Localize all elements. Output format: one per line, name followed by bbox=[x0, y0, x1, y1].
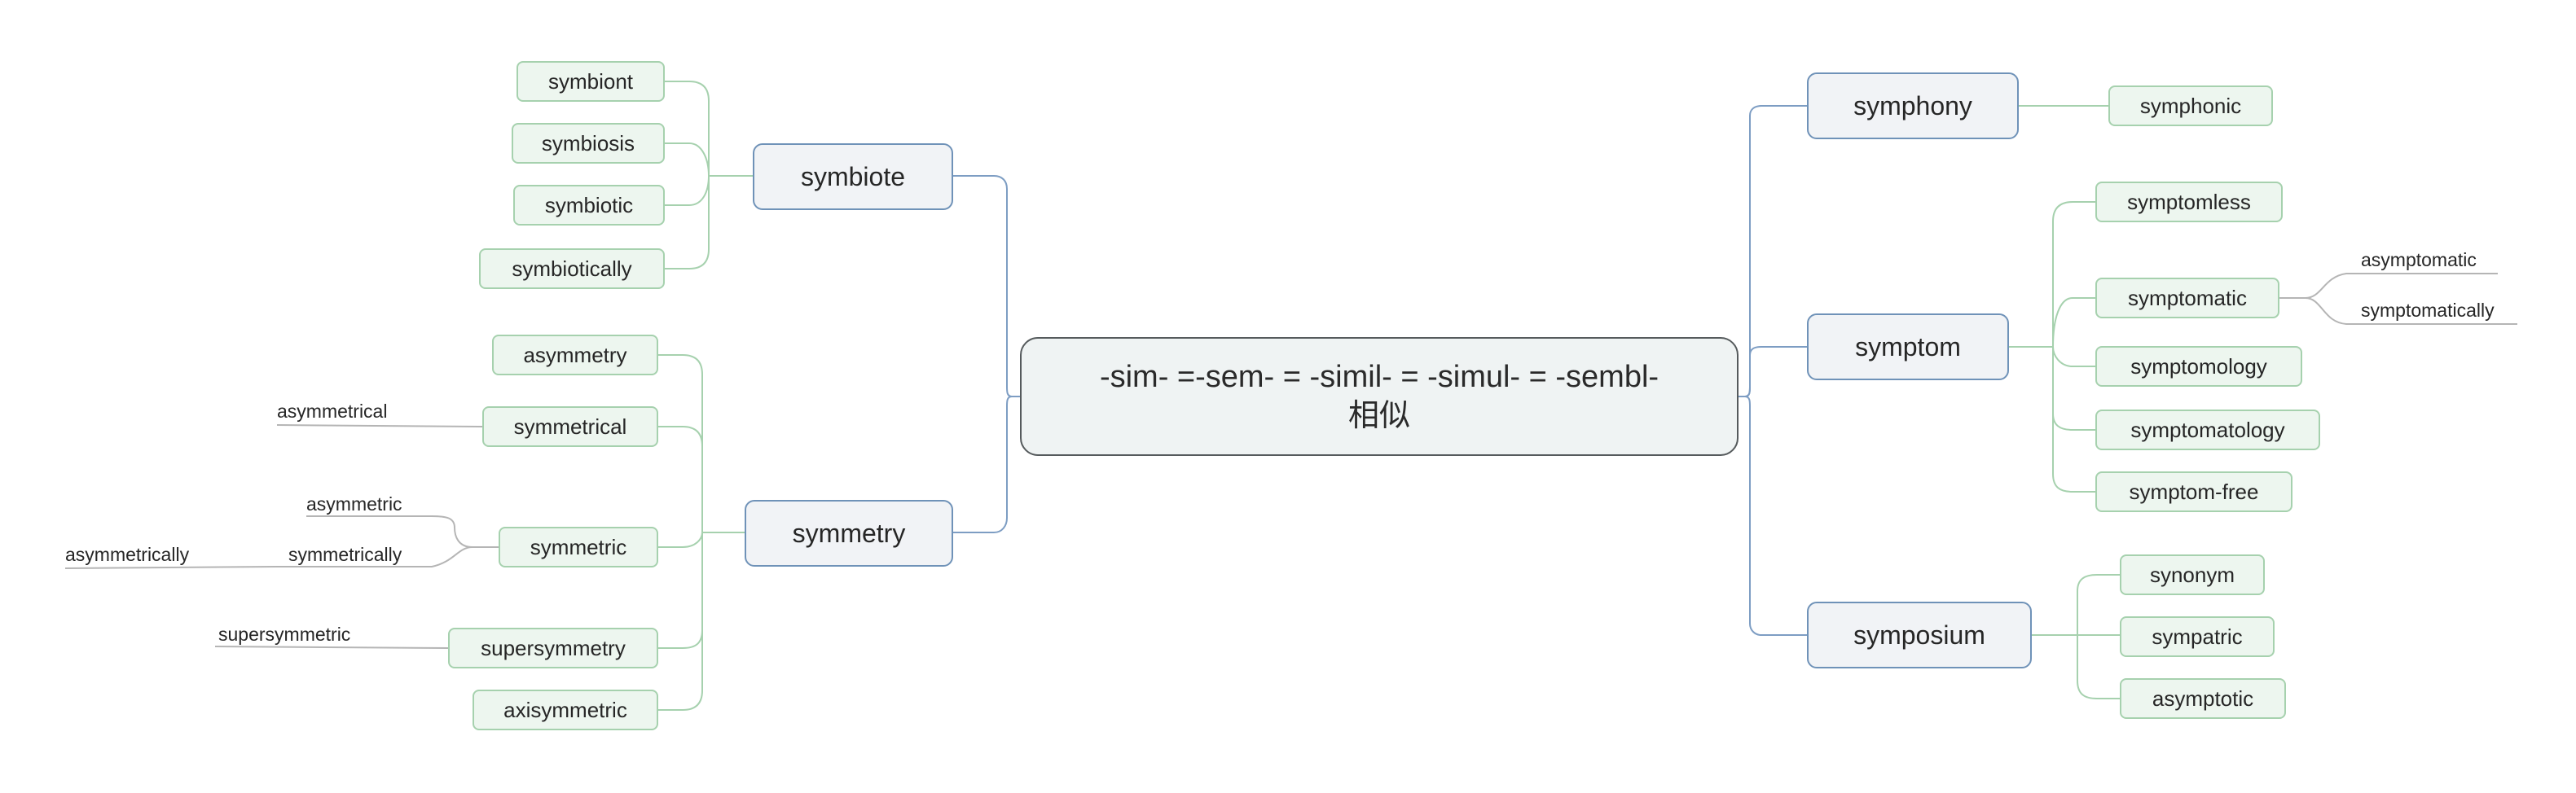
subtopic-symptom-free[interactable]: symptom-free bbox=[2095, 471, 2292, 512]
link-root-symptom bbox=[1739, 346, 1807, 397]
subtopic-symptomology[interactable]: symptomology bbox=[2095, 346, 2302, 387]
topic-symphony[interactable]: symphony bbox=[1807, 72, 2019, 139]
link-root-symbiote bbox=[953, 175, 1020, 397]
subtopic-symmetrical[interactable]: symmetrical bbox=[482, 406, 658, 447]
central-topic-roots: -sim- =-sem- = -simil- = -simul- = -semb… bbox=[1099, 360, 1659, 394]
topic-symptom[interactable]: symptom bbox=[1807, 313, 2009, 380]
leaf-symptomatically[interactable]: symptomatically bbox=[2361, 299, 2495, 321]
topic-symposium[interactable]: symposium bbox=[1807, 602, 2032, 668]
subtopic-symptomatic[interactable]: symptomatic bbox=[2095, 278, 2279, 318]
subtopic-asymmetry[interactable]: asymmetry bbox=[492, 335, 658, 375]
subtopic-symbiotic[interactable]: symbiotic bbox=[513, 185, 665, 226]
leaf-symmetrically[interactable]: symmetrically bbox=[288, 543, 402, 565]
leaf-asymmetric[interactable]: asymmetric bbox=[306, 493, 402, 515]
link-root-symmetry bbox=[953, 396, 1020, 533]
subtopic-supersymmetry[interactable]: supersymmetry bbox=[448, 628, 658, 668]
leaf-line-symptomatic bbox=[2279, 273, 2498, 299]
central-topic-meaning: 相似 bbox=[1347, 399, 1410, 433]
topic-symmetry[interactable]: symmetry bbox=[745, 500, 953, 567]
leaf-line-asymmetrically bbox=[64, 566, 278, 569]
subtopic-synonym[interactable]: synonym bbox=[2120, 554, 2265, 595]
subtopic-sympatric[interactable]: sympatric bbox=[2120, 616, 2275, 657]
leaf-asymmetrical[interactable]: asymmetrical bbox=[277, 400, 388, 422]
topic-symbiote[interactable]: symbiote bbox=[753, 143, 953, 210]
link-root-symposium bbox=[1739, 396, 1807, 636]
subtopic-asymptotic[interactable]: asymptotic bbox=[2120, 678, 2286, 719]
subtopic-axisymmetric[interactable]: axisymmetric bbox=[473, 690, 658, 730]
subtopic-symbiosis[interactable]: symbiosis bbox=[512, 123, 665, 164]
leaf-asymmetrically[interactable]: asymmetrically bbox=[65, 543, 190, 565]
subtopic-symbiont[interactable]: symbiont bbox=[517, 61, 665, 102]
subtopic-symptomless[interactable]: symptomless bbox=[2095, 182, 2283, 222]
subtopic-symbiotically[interactable]: symbiotically bbox=[479, 248, 665, 289]
subtopic-symptomatology[interactable]: symptomatology bbox=[2095, 410, 2320, 450]
link-root-symphony bbox=[1739, 105, 1807, 397]
leaf-line-symmetric-group bbox=[306, 515, 499, 548]
leaf-supersymmetric[interactable]: supersymmetric bbox=[218, 623, 351, 645]
subtopic-symphonic[interactable]: symphonic bbox=[2108, 85, 2273, 126]
central-topic[interactable]: -sim- =-sem- = -simil- = -simul- = -semb… bbox=[1020, 337, 1739, 456]
leaf-line-supersymmetric bbox=[214, 646, 449, 649]
subtopic-symmetric[interactable]: symmetric bbox=[499, 527, 658, 567]
leaf-line-asymmetrical bbox=[276, 424, 483, 427]
leaf-asymptomatic[interactable]: asymptomatic bbox=[2361, 248, 2477, 270]
